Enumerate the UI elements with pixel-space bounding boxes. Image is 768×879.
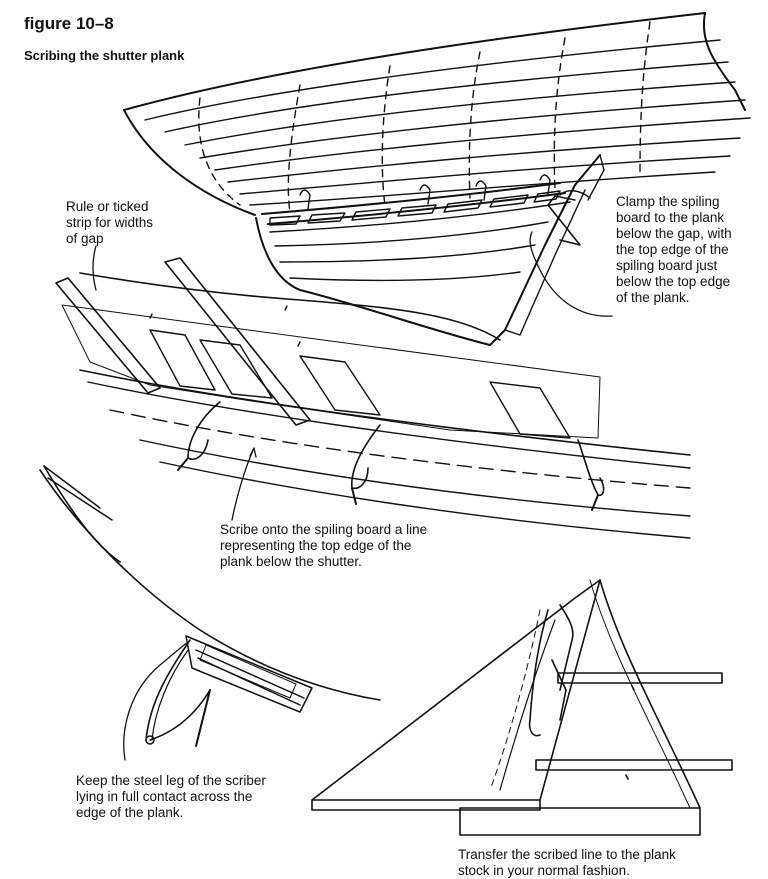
caption-scribe: Scribe onto the spiling board a line rep… (220, 522, 428, 569)
caption-steel-leg: Keep the steel leg of the scriber lying … (76, 773, 266, 820)
scriber-closeup-drawing (39, 465, 381, 747)
transfer-drawing (311, 579, 733, 836)
caption-clamp: Clamp the spiling board to the plank bel… (616, 194, 732, 305)
caption-rule: Rule or ticked strip for widths of gap (66, 199, 154, 246)
caption-transfer: Transfer the scribed line to the plank s… (458, 847, 676, 878)
figure-title: Scribing the shutter plank (24, 48, 185, 63)
spiling-board-drawing (55, 257, 691, 539)
figure-number: figure 10–8 (24, 14, 114, 33)
hull-drawing (123, 12, 751, 346)
